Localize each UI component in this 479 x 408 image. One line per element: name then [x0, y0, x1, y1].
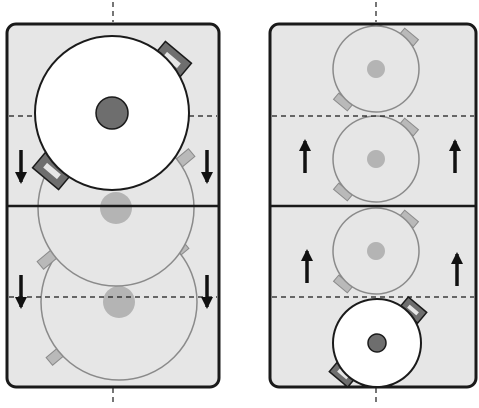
- right-panel: [270, 2, 476, 406]
- left-panel: [7, 2, 219, 406]
- left-ghost-pot-bottom-center: [103, 286, 135, 318]
- right-ghost-pot-1-center: [367, 60, 385, 78]
- right-ghost-pot-2: [333, 116, 419, 202]
- right-ghost-pot-2-center: [367, 150, 385, 168]
- right-ghost-pot-3-center: [367, 242, 385, 260]
- right-active-pot-center: [368, 334, 386, 352]
- left-active-pot-center: [96, 97, 128, 129]
- left-ghost-pot-middle-center: [100, 192, 132, 224]
- right-ghost-pot-3: [333, 208, 419, 294]
- right-ghost-pot-1: [333, 26, 419, 112]
- left-active-pot: [33, 36, 192, 190]
